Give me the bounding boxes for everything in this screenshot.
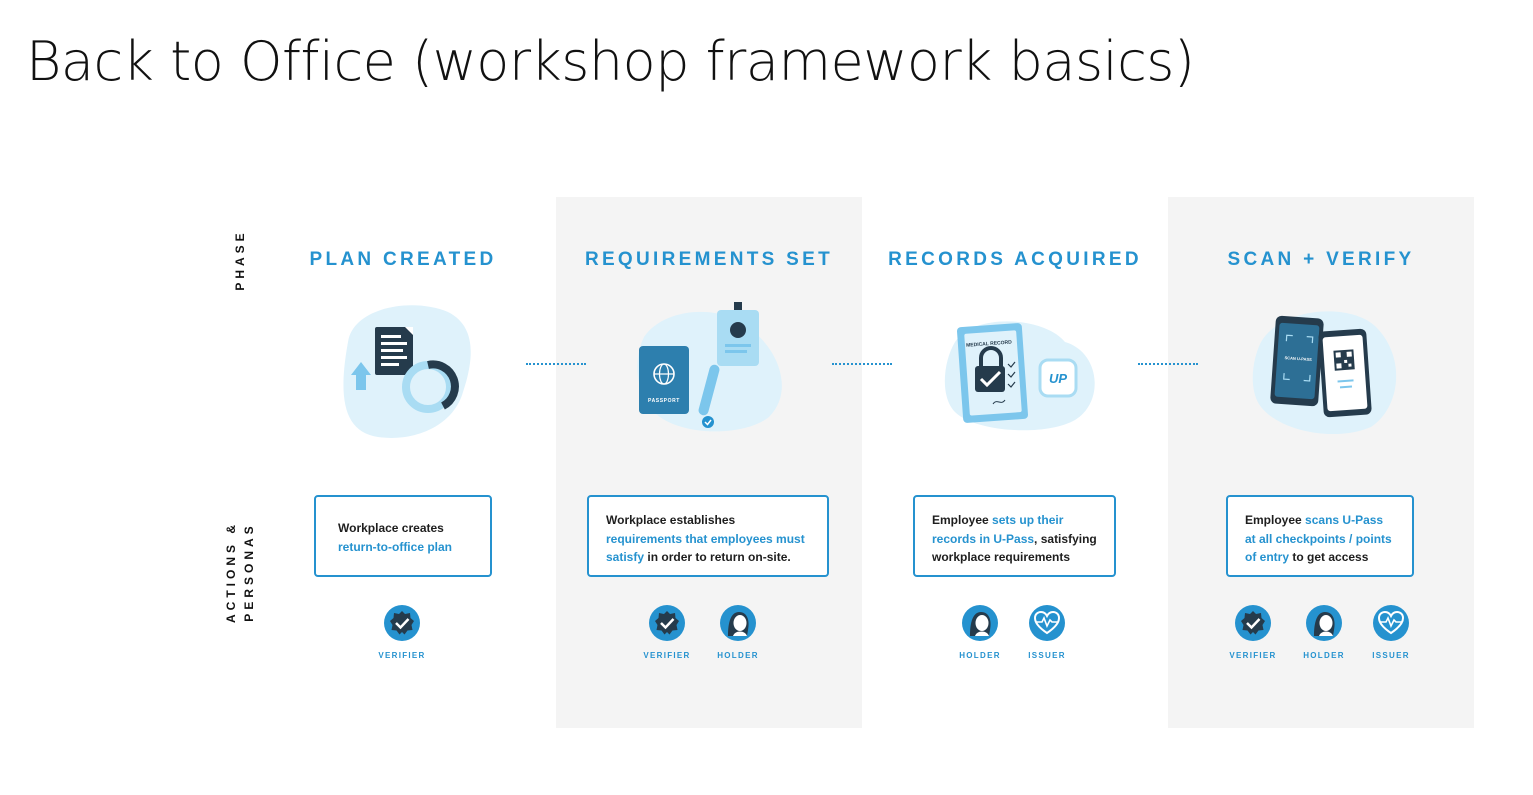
action-text-post: to get access bbox=[1292, 550, 1369, 564]
phase-title: REQUIREMENTS SET bbox=[584, 249, 834, 270]
persona-verifier: VERIFIER bbox=[641, 604, 693, 660]
persona-label: VERIFIER bbox=[1229, 651, 1277, 660]
page-title: Back to Office (workshop framework basic… bbox=[26, 30, 1195, 93]
action-box: Employee scans U-Pass at all checkpoints… bbox=[1226, 495, 1414, 577]
passport-text: PASSPORT bbox=[648, 398, 680, 404]
persona-label: HOLDER bbox=[959, 651, 1001, 660]
scan-upass-text: SCAN U-PASS bbox=[1284, 355, 1312, 362]
phase-band-requirements bbox=[556, 197, 862, 728]
action-text-post: in order to return on-site. bbox=[647, 550, 791, 564]
holder-person-icon bbox=[1306, 605, 1342, 641]
persona-holder: HOLDER bbox=[1298, 604, 1350, 660]
phase-title: RECORDS ACQUIRED bbox=[888, 249, 1142, 270]
action-text-highlight: sets up their records in U-Pass bbox=[932, 513, 1064, 546]
phase-column-scan-verify: SCAN + VERIFY SCAN U-PASS Employee scans… bbox=[1168, 197, 1474, 728]
phase-title: SCAN + VERIFY bbox=[1227, 249, 1415, 270]
verifier-badge-icon bbox=[649, 605, 685, 641]
persona-label: VERIFIER bbox=[378, 651, 426, 660]
action-text-highlight: scans U-Pass at all checkpoints / points… bbox=[1245, 513, 1392, 564]
row-label-phase: PHASE bbox=[233, 229, 247, 291]
action-box: Workplace creates return-to-office plan bbox=[314, 495, 492, 577]
phase-connector bbox=[1138, 363, 1198, 365]
issuer-heart-pulse-icon bbox=[1029, 605, 1065, 641]
action-text-post: , satisfying workplace requirements bbox=[932, 531, 1097, 565]
verifier-badge-icon bbox=[1235, 605, 1271, 641]
phase-connector bbox=[526, 363, 586, 365]
persona-issuer: ISSUER bbox=[1365, 604, 1417, 660]
persona-label: ISSUER bbox=[1372, 651, 1410, 660]
persona-verifier: VERIFIER bbox=[376, 604, 428, 660]
action-text-highlight: return-to-office plan bbox=[338, 539, 452, 554]
medical-record-icon: MEDICAL RECORD UP bbox=[944, 321, 1095, 431]
action-box: Employee sets up their records in U-Pass… bbox=[913, 495, 1116, 577]
holder-person-icon bbox=[720, 605, 756, 641]
plan-document-icon bbox=[343, 305, 471, 438]
action-text-highlight: requirements that employees must satisfy bbox=[606, 531, 805, 565]
persona-label: HOLDER bbox=[1303, 651, 1345, 660]
action-text-pre: Workplace establishes bbox=[606, 513, 736, 527]
passport-id-badge-icon: PASSPORT bbox=[637, 302, 782, 432]
verifier-badge-icon bbox=[384, 605, 420, 641]
persona-label: ISSUER bbox=[1028, 651, 1066, 660]
phase-column-records-acquired: RECORDS ACQUIRED MEDICAL RECORD UP Emplo… bbox=[862, 197, 1168, 728]
phase-connector bbox=[832, 363, 892, 365]
phase-title: PLAN CREATED bbox=[309, 249, 497, 270]
persona-label: HOLDER bbox=[717, 651, 759, 660]
action-box: Workplace establishes requirements that … bbox=[587, 495, 829, 577]
persona-verifier: VERIFIER bbox=[1227, 604, 1279, 660]
action-text-pre: Employee bbox=[932, 513, 989, 527]
persona-holder: HOLDER bbox=[712, 604, 764, 660]
action-text-pre: Workplace creates bbox=[338, 521, 444, 535]
phones-qr-scan-icon: SCAN U-PASS bbox=[1252, 311, 1397, 435]
phase-column-plan-created: PLAN CREATED Workplace creates return-to… bbox=[250, 197, 556, 728]
phase-column-requirements-set: REQUIREMENTS SET PASSPORT Workplace esta… bbox=[556, 197, 862, 728]
persona-holder: HOLDER bbox=[954, 604, 1006, 660]
persona-label: VERIFIER bbox=[643, 651, 691, 660]
issuer-heart-pulse-icon bbox=[1373, 605, 1409, 641]
persona-issuer: ISSUER bbox=[1021, 604, 1073, 660]
holder-person-icon bbox=[962, 605, 998, 641]
up-logo-text: UP bbox=[1049, 371, 1067, 386]
medical-record-text: MEDICAL RECORD bbox=[966, 340, 1012, 349]
action-text-pre: Employee bbox=[1245, 513, 1302, 527]
